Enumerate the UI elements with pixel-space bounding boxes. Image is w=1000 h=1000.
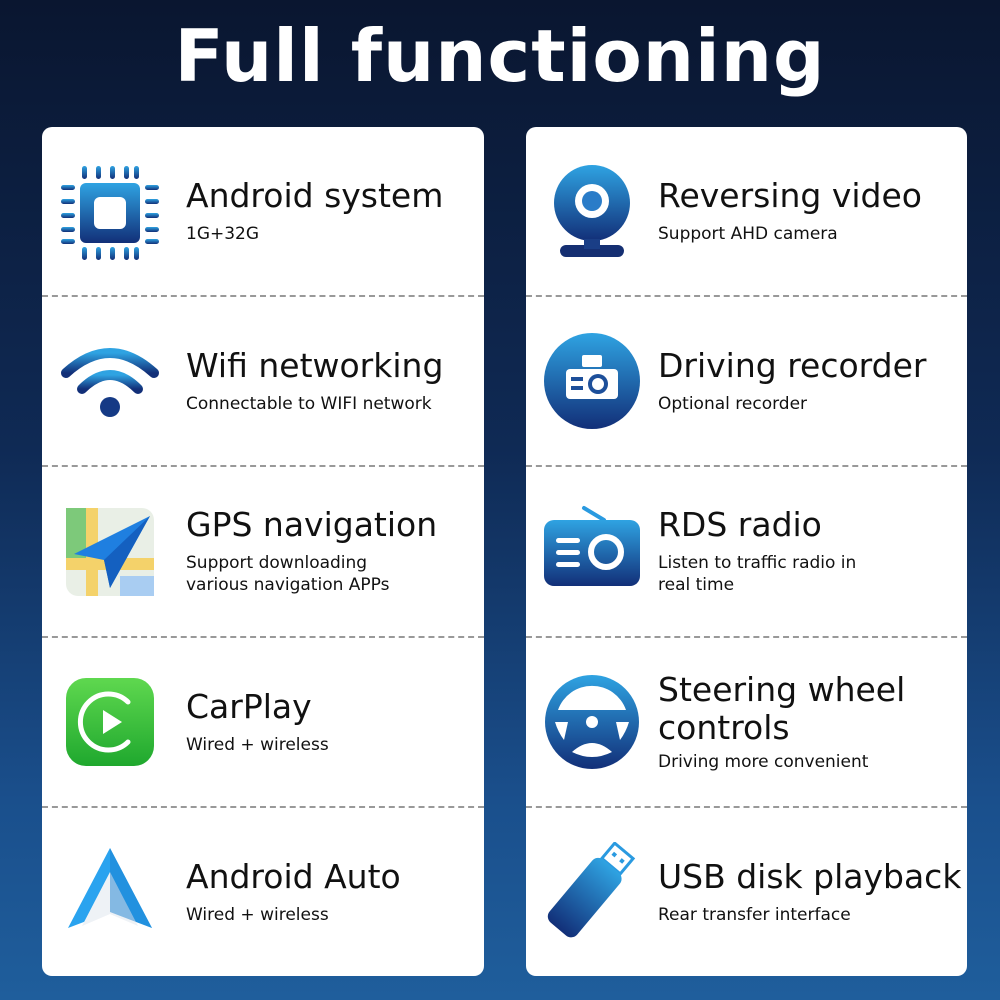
feature-title: Reversing video (658, 176, 922, 216)
feature-subtitle: Support downloading various navigation A… (186, 553, 390, 596)
radio-icon (542, 502, 642, 602)
feature-title: Android system (186, 176, 444, 216)
dashcam-icon (542, 331, 642, 431)
feature-title: USB disk playback (658, 856, 962, 896)
feature-title: Wifi networking (186, 346, 444, 386)
feature-subtitle: Support AHD camera (658, 224, 838, 245)
carplay-icon (60, 672, 160, 772)
feature-title: Steering wheel controls (658, 669, 906, 747)
wifi-icon (60, 331, 160, 431)
feature-subtitle: Optional recorder (658, 394, 808, 415)
steering-wheel-icon (542, 672, 642, 772)
feature-title: RDS radio (658, 505, 822, 545)
feature-title: Driving recorder (658, 346, 927, 386)
feature-title: Android Auto (186, 856, 401, 896)
feature-title: CarPlay (186, 686, 312, 726)
feature-subtitle: Rear transfer interface (658, 904, 851, 925)
feature-subtitle: 1G+32G (186, 224, 260, 245)
feature-subtitle: Wired + wireless (186, 904, 329, 925)
usb-drive-icon (542, 841, 642, 942)
feature-subtitle: Connectable to WIFI network (186, 394, 432, 415)
feature-android-system: Android system 1G+32G (42, 127, 484, 298)
gps-map-icon (60, 502, 160, 602)
chip-icon (60, 161, 160, 261)
feature-subtitle: Driving more convenient (658, 751, 869, 772)
feature-title: GPS navigation (186, 505, 438, 545)
feature-subtitle: Wired + wireless (186, 734, 329, 755)
page-title: Full functioning (174, 14, 826, 98)
webcam-icon (542, 161, 642, 261)
android-auto-icon (60, 842, 160, 942)
feature-subtitle: Listen to traffic radio in real time (658, 553, 857, 596)
